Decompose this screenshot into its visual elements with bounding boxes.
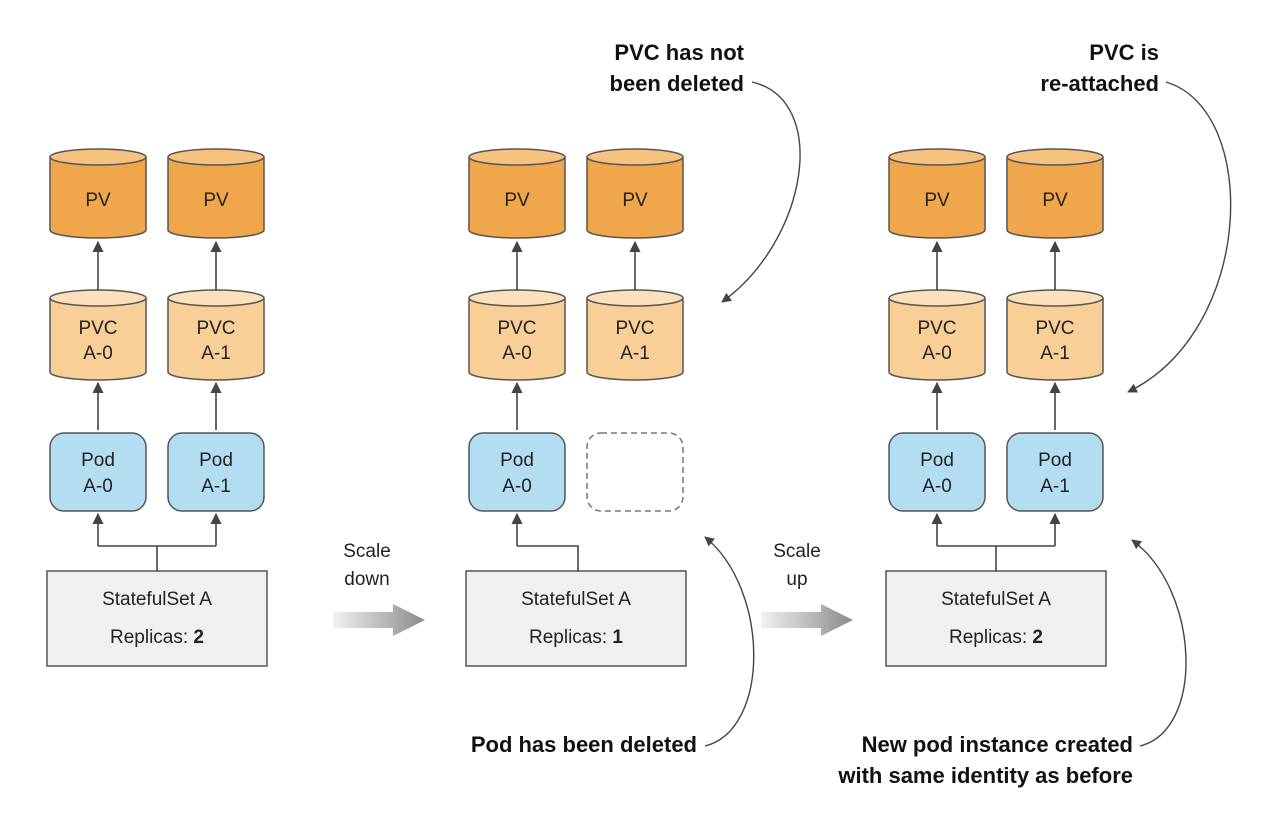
pvc-label: PVC [615,318,654,339]
pod-label: Pod [500,450,534,471]
transition-label: up [786,569,807,590]
callout-pvc-reattached: PVC is re-attached [1040,40,1232,393]
pv-cylinder: PV [1006,148,1104,239]
pod-label: Pod [1038,450,1072,471]
pvc-label: PVC [917,318,956,339]
statefulset-replicas: Replicas: 2 [110,627,204,648]
pvc-cylinder: PVC A-1 [1006,289,1104,381]
pv-label: PV [203,190,229,211]
callout-curve [1131,539,1187,747]
statefulset-box: StatefulSet A Replicas: 2 [885,570,1107,667]
pv-cylinder: PV [468,148,566,239]
pod-label: Pod [81,450,115,471]
pod-id: A-1 [201,476,231,497]
pvc-cylinder: PVC A-0 [468,289,566,381]
callout-new-pod: New pod instance created with same identi… [837,539,1187,788]
callout-text: with same identity as before [837,763,1133,788]
deleted-pod-placeholder [586,432,684,512]
pvc-label: PVC [196,318,235,339]
pod-id: A-1 [1040,476,1070,497]
statefulset-replicas: Replicas: 1 [529,627,623,648]
statefulset-name: StatefulSet A [521,589,631,610]
pv-label: PV [504,190,530,211]
pvc-id: A-0 [502,343,532,364]
pod-label: Pod [199,450,233,471]
pod-id: A-0 [922,476,952,497]
callout-text: New pod instance created [862,732,1133,757]
callout-curve [721,81,801,303]
callout-text: been deleted [610,71,744,96]
transition-arrow [333,604,425,636]
statefulset-box: StatefulSet A Replicas: 2 [46,570,268,667]
callout-curve [1127,81,1232,393]
transition-label: Scale [343,541,391,562]
pvc-id: A-0 [922,343,952,364]
statefulset-connector [517,545,579,571]
callout-pvc-not-deleted: PVC has not been deleted [610,40,801,303]
callout-text: PVC is [1089,40,1159,65]
pvc-cylinder: PVC A-0 [888,289,986,381]
transition-scale-up: Scale up [761,541,853,636]
callout-text: PVC has not [614,40,744,65]
pvc-id: A-1 [620,343,650,364]
pv-label: PV [85,190,111,211]
pv-cylinder: PV [167,148,265,239]
pod-id: A-0 [83,476,113,497]
transition-label: down [344,569,389,590]
pod-id: A-0 [502,476,532,497]
callout-pod-deleted: Pod has been deleted [471,536,755,757]
pvc-label: PVC [78,318,117,339]
statefulset-name: StatefulSet A [941,589,1051,610]
pv-label: PV [1042,190,1068,211]
pvc-id: A-1 [1040,343,1070,364]
callout-text: Pod has been deleted [471,732,697,757]
transition-label: Scale [773,541,821,562]
pvc-cylinder: PVC A-1 [586,289,684,381]
callout-curve [704,536,755,747]
pv-label: PV [924,190,950,211]
pvc-id: A-0 [83,343,113,364]
transition-scale-down: Scale down [333,541,425,636]
pvc-cylinder: PVC A-0 [49,289,147,381]
pod-label: Pod [920,450,954,471]
statefulset-connector [98,545,216,571]
statefulset-replicas: Replicas: 2 [949,627,1043,648]
pvc-label: PVC [497,318,536,339]
pv-cylinder: PV [49,148,147,239]
pvc-id: A-1 [201,343,231,364]
pv-cylinder: PV [888,148,986,239]
statefulset-connector [937,545,1055,571]
pv-label: PV [622,190,648,211]
pv-cylinder: PV [586,148,684,239]
transition-arrow [761,604,853,636]
pvc-label: PVC [1035,318,1074,339]
statefulset-box: StatefulSet A Replicas: 1 [465,570,687,667]
pvc-cylinder: PVC A-1 [167,289,265,381]
statefulset-name: StatefulSet A [102,589,212,610]
callout-text: re-attached [1040,71,1159,96]
